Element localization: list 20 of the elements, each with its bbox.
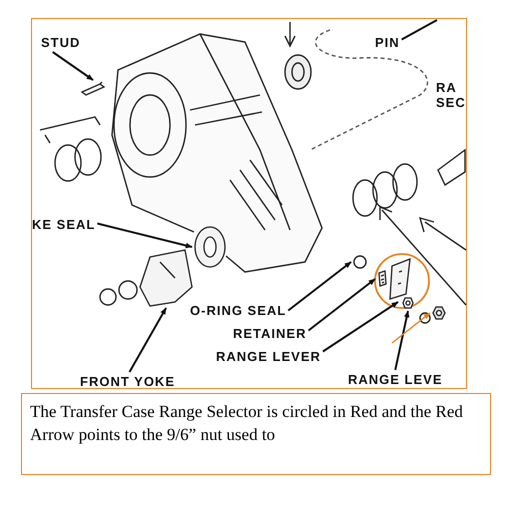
caption-text: The Transfer Case Range Selector is circled in Red and the Red Arrow points to the 9/6” nut used to — [30, 402, 463, 444]
leader-arrow — [52, 51, 94, 81]
part-label: KE SEAL — [32, 217, 96, 232]
part-label: FRONT YOKE — [80, 374, 175, 389]
part-label: RETAINER — [233, 326, 306, 341]
part-label: O-RING SEAL — [190, 303, 286, 318]
arrow — [392, 312, 431, 344]
part-label: RA SEC — [436, 80, 466, 110]
part-label: PIN — [375, 35, 400, 50]
part-label: RANGE LEVER — [216, 349, 321, 364]
leader-arrow — [394, 310, 410, 370]
leader-line — [401, 19, 438, 40]
part-label: RANGE LEVE — [348, 372, 443, 387]
leader-arrow — [288, 261, 352, 312]
part-label: STUD — [41, 35, 80, 50]
leader-arrow — [128, 307, 167, 372]
leader-arrow — [97, 222, 193, 248]
leader-arrow — [308, 278, 376, 332]
caption-box — [21, 393, 491, 475]
leader-arrow — [322, 301, 399, 352]
